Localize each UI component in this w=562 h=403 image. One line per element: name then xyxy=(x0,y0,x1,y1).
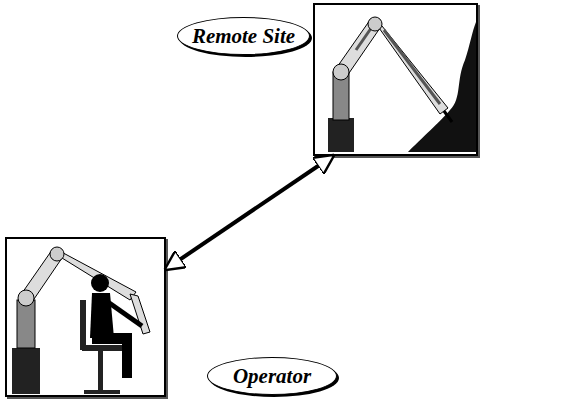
operator-robot xyxy=(12,247,150,394)
chair-back xyxy=(80,300,86,350)
work-surface xyxy=(408,22,476,152)
robot-joint xyxy=(368,17,382,31)
robot-forearm xyxy=(372,18,448,114)
robot-base xyxy=(12,348,40,394)
operator-torso xyxy=(90,293,114,338)
arm-stripe xyxy=(384,30,440,104)
chair-foot xyxy=(84,390,120,394)
robot-column xyxy=(17,300,35,348)
robot-tool xyxy=(444,111,452,122)
site-label: Remote Site xyxy=(177,17,310,55)
chair-leg xyxy=(98,350,103,390)
operator-head xyxy=(91,274,109,292)
site-label: Operator xyxy=(207,357,337,395)
robot-joint xyxy=(50,247,64,261)
illustration-frame: Remote Site xyxy=(313,3,478,156)
operator-legs xyxy=(92,333,132,378)
robot-base xyxy=(328,118,354,152)
operator-arm xyxy=(105,300,142,326)
remote-robot xyxy=(328,17,476,152)
illustration-frame: Operator xyxy=(5,237,166,397)
double-arrow xyxy=(166,156,333,269)
robot-joint xyxy=(333,64,349,80)
robot-wrist xyxy=(130,294,150,334)
robot-joint xyxy=(18,290,34,306)
robot-forearm xyxy=(54,248,136,300)
